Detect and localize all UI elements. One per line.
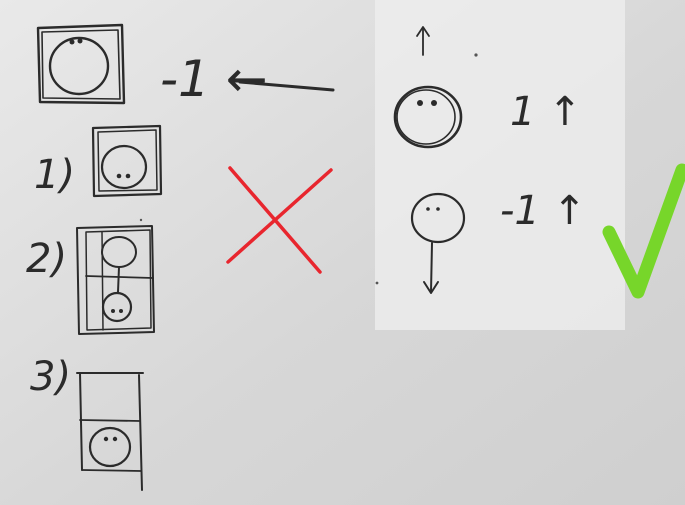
small-face-with-down-arrow bbox=[410, 192, 466, 294]
top-boxed-face bbox=[36, 23, 126, 105]
step-3-stacked-box bbox=[76, 372, 144, 491]
step-1-boxed-face bbox=[91, 124, 163, 198]
small-up-arrow-icon bbox=[416, 26, 430, 56]
pencil-dot bbox=[474, 53, 478, 57]
double-circle-face bbox=[393, 85, 463, 149]
left-arrow-line bbox=[238, 80, 335, 92]
pencil-dot bbox=[375, 281, 379, 285]
top-value-text: 1 ↑ bbox=[510, 89, 582, 135]
step-2-stacked-box bbox=[76, 225, 155, 335]
light-panel bbox=[375, 0, 625, 330]
step-1-label: 1) bbox=[34, 152, 75, 198]
green-check-icon bbox=[602, 163, 685, 299]
pencil-dot bbox=[139, 218, 143, 222]
step-3-label: 3) bbox=[30, 354, 71, 400]
step-2-label: 2) bbox=[26, 236, 67, 282]
bottom-value-text: -1 ↑ bbox=[500, 188, 586, 234]
top-note-text: -1 ← bbox=[160, 50, 268, 108]
red-cross-icon bbox=[226, 166, 333, 274]
